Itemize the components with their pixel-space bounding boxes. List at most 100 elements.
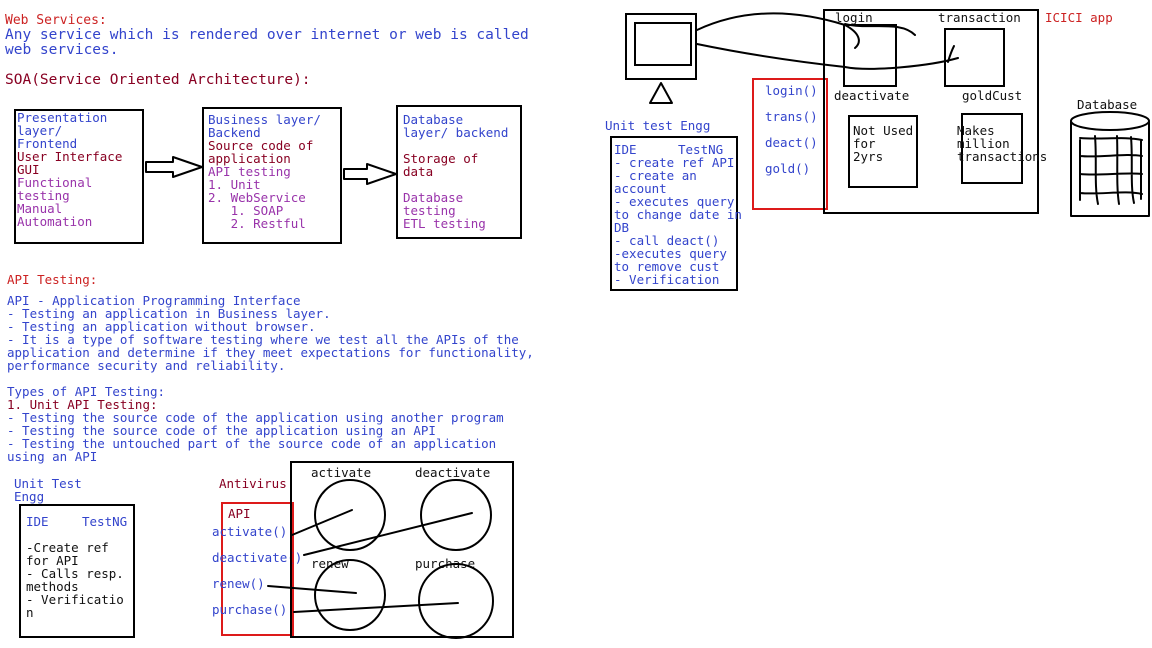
tr-step-4: - executes query <box>614 194 735 209</box>
tr-ide-box <box>610 136 738 291</box>
tr-step-8: -executes query <box>614 246 727 261</box>
unit-step-5: - Verificatio <box>26 592 124 607</box>
line-login-hook <box>844 23 916 36</box>
database-body-icon <box>1070 120 1150 217</box>
unit-step-2: for API <box>26 553 79 568</box>
unit-api-line-1: - Testing the source code of the applica… <box>7 410 504 425</box>
business-api-5: 2. Restful <box>208 216 306 231</box>
icici-feature-login: login <box>835 10 873 25</box>
database-grid-icon <box>1079 135 1143 205</box>
web-services-heading: Web Services: <box>5 13 107 28</box>
feature-activate-label: activate <box>311 465 372 480</box>
line-computer-to-transaction <box>696 43 959 70</box>
unit-step-1: -Create ref <box>26 540 109 555</box>
arrow-business-to-database <box>343 163 397 185</box>
antivirus-api-label: API <box>228 506 251 521</box>
database-layer-box <box>396 105 522 239</box>
tr-step-1: - create ref API <box>614 155 735 170</box>
business-title-1: Business layer/ <box>208 112 321 127</box>
icici-method-deact: deact() <box>765 135 818 150</box>
business-api-1: API testing <box>208 164 291 179</box>
unit-test-engg-label-2: Engg <box>14 489 45 504</box>
web-services-def-line2: web services. <box>5 42 119 58</box>
unit-api-line-3: - Testing the untouched part of the sour… <box>7 436 497 451</box>
note-not-used-1: Not Used <box>853 123 914 138</box>
presentation-title-3: Frontend <box>17 136 78 151</box>
unit-step-6: n <box>26 605 34 620</box>
tr-step-7: - call deact() <box>614 233 720 248</box>
database-top-icon <box>1070 111 1150 131</box>
api-def-line-5: application and determine if they meet e… <box>7 345 534 360</box>
monitor-stand-icon <box>649 82 673 104</box>
purchase-circle <box>418 563 494 639</box>
antivirus-api-box <box>221 502 294 636</box>
presentation-title-1: Presentation <box>17 110 108 125</box>
icici-api-box <box>752 78 828 210</box>
note-not-used-2: for <box>853 136 876 151</box>
presentation-test-4: Automation <box>17 214 93 229</box>
note-makes-3: transactions <box>957 149 1048 164</box>
presentation-layer-box <box>14 109 144 244</box>
presentation-test-1: Functional <box>17 175 93 190</box>
deactivate-feature-box <box>848 115 918 188</box>
database-storage-1: Storage of <box>403 151 479 166</box>
business-title-2: Backend <box>208 125 261 140</box>
presentation-test-2: testing <box>17 188 70 203</box>
unit-api-line-4: using an API <box>7 449 98 464</box>
business-source-1: Source code of <box>208 138 314 153</box>
icici-feature-goldcust: goldCust <box>962 88 1023 103</box>
database-storage-2: data <box>403 164 434 179</box>
business-api-3: 2. WebService <box>208 190 306 205</box>
goldcust-feature-box <box>961 113 1023 184</box>
line-purchase <box>293 602 459 613</box>
line-activate <box>291 509 353 536</box>
api-method-activate: activate() <box>212 524 288 539</box>
business-api-4: 1. SOAP <box>208 203 284 218</box>
api-types-heading: Types of API Testing: <box>7 384 166 399</box>
api-def-line-1: API - Application Programming Interface <box>7 293 301 308</box>
icici-feature-transaction: transaction <box>938 10 1021 25</box>
business-layer-text: Business layer/ Backend Source code of a… <box>208 113 321 230</box>
business-layer-box <box>202 107 342 244</box>
api-testing-heading: API Testing: <box>7 272 98 287</box>
api-method-purchase: purchase() <box>212 602 288 617</box>
api-method-renew: renew() <box>212 576 265 591</box>
tr-step-3: account <box>614 181 667 196</box>
line-transaction-hook <box>947 45 955 63</box>
line-computer-to-login <box>696 12 860 49</box>
unit-api-heading: 1. Unit API Testing: <box>7 397 158 412</box>
tr-testng-label: TestNG <box>678 142 724 157</box>
tr-steps: - create ref API - create an account - e… <box>614 156 742 286</box>
tr-step-9: to remove cust <box>614 259 720 274</box>
monitor-screen-icon <box>634 22 692 66</box>
unit-api-line-2: - Testing the source code of the applica… <box>7 423 436 438</box>
presentation-ui-2: GUI <box>17 162 40 177</box>
line-deactivate <box>303 512 473 556</box>
ide-label: IDE <box>26 514 49 529</box>
note-not-used-3: 2yrs <box>853 149 884 164</box>
api-def-line-4: - It is a type of software testing where… <box>7 332 519 347</box>
tr-step-2: - create an <box>614 168 697 183</box>
feature-renew-label: renew <box>311 556 349 571</box>
computer-icon <box>625 13 697 80</box>
api-def-line-3: - Testing an application without browser… <box>7 319 316 334</box>
unit-step-3: - Calls resp. <box>26 566 124 581</box>
unit-test-ide-box <box>19 504 135 638</box>
deactivate-circle <box>420 479 492 551</box>
tr-step-10: - Verification <box>614 272 720 287</box>
tr-step-6: DB <box>614 220 630 235</box>
antivirus-app-box <box>290 461 514 638</box>
note-makes-1: Makes <box>957 123 995 138</box>
testng-label: TestNG <box>82 514 128 529</box>
tr-ide-label: IDE <box>614 142 637 157</box>
antivirus-label: Antivirus <box>219 476 287 491</box>
line-renew <box>267 585 357 594</box>
icici-app-box <box>823 9 1039 214</box>
database-test-1: Database <box>403 190 464 205</box>
icici-method-trans: trans() <box>765 109 818 124</box>
icici-feature-deactivate: deactivate <box>834 88 910 103</box>
arrow-presentation-to-business <box>145 156 203 178</box>
presentation-test-3: Manual <box>17 201 63 216</box>
database-label: Database <box>1077 97 1138 112</box>
